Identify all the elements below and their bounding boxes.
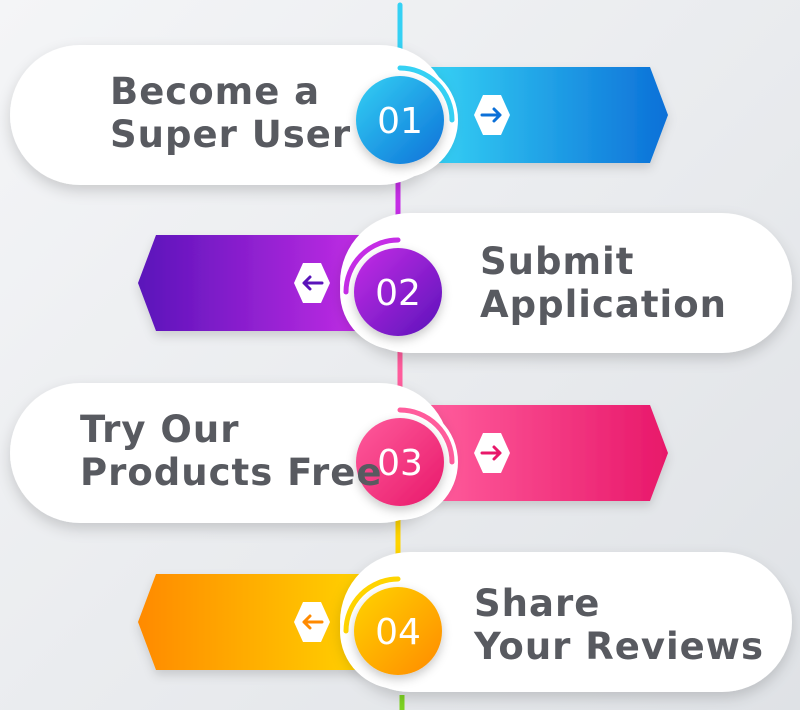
step-4-title-line-1: Share (474, 582, 601, 625)
step-3-title-line-1: Try Our (80, 408, 240, 451)
step-2-title-line-1: Submit (480, 240, 635, 283)
step-3-title-line-2: Products Free (80, 451, 383, 494)
step-3-arrow-icon (480, 445, 502, 461)
step-3-connector-arc (397, 407, 455, 465)
step-4-pill (340, 552, 792, 692)
step-4-number: 04 (375, 612, 421, 653)
step-2-number-circle (354, 248, 442, 336)
step-4-connector-arc (343, 576, 401, 634)
step-2-title-line-2: Application (480, 283, 728, 326)
step-4-number-circle (354, 587, 442, 675)
step-1-title: Become a Super User (110, 70, 351, 156)
step-1-number-circle (356, 76, 444, 164)
circle-layer: 01 02 03 04 (354, 76, 444, 675)
step-3-banner (430, 405, 668, 501)
step-4-title-line-2: Your Reviews (474, 625, 764, 668)
step-1-number: 01 (377, 101, 423, 142)
step-2-pill (340, 213, 792, 353)
step-2-title: Submit Application (480, 240, 727, 326)
step-3-title: Try Our Products Free (80, 408, 382, 494)
step-2-arrow-icon (302, 275, 324, 291)
step-1-connector-arc (397, 65, 455, 123)
step-4-arrow-icon (302, 614, 324, 630)
step-4-banner (138, 574, 372, 670)
step-3-pill (10, 383, 450, 523)
step-1-pill (10, 45, 450, 185)
step-3-number-circle (356, 418, 444, 506)
step-2-number: 02 (375, 273, 421, 314)
step-2-connector-arc (343, 237, 401, 295)
step-1-banner (430, 67, 668, 163)
step-1-title-line-2: Super User (110, 113, 352, 156)
step-2-banner (138, 235, 372, 331)
step-1-arrow-icon (480, 107, 502, 123)
step-4-title: Share Your Reviews (474, 582, 764, 668)
banner-layer (138, 67, 668, 670)
step-1-title-line-1: Become a (110, 70, 321, 113)
step-3-number: 03 (377, 443, 423, 484)
